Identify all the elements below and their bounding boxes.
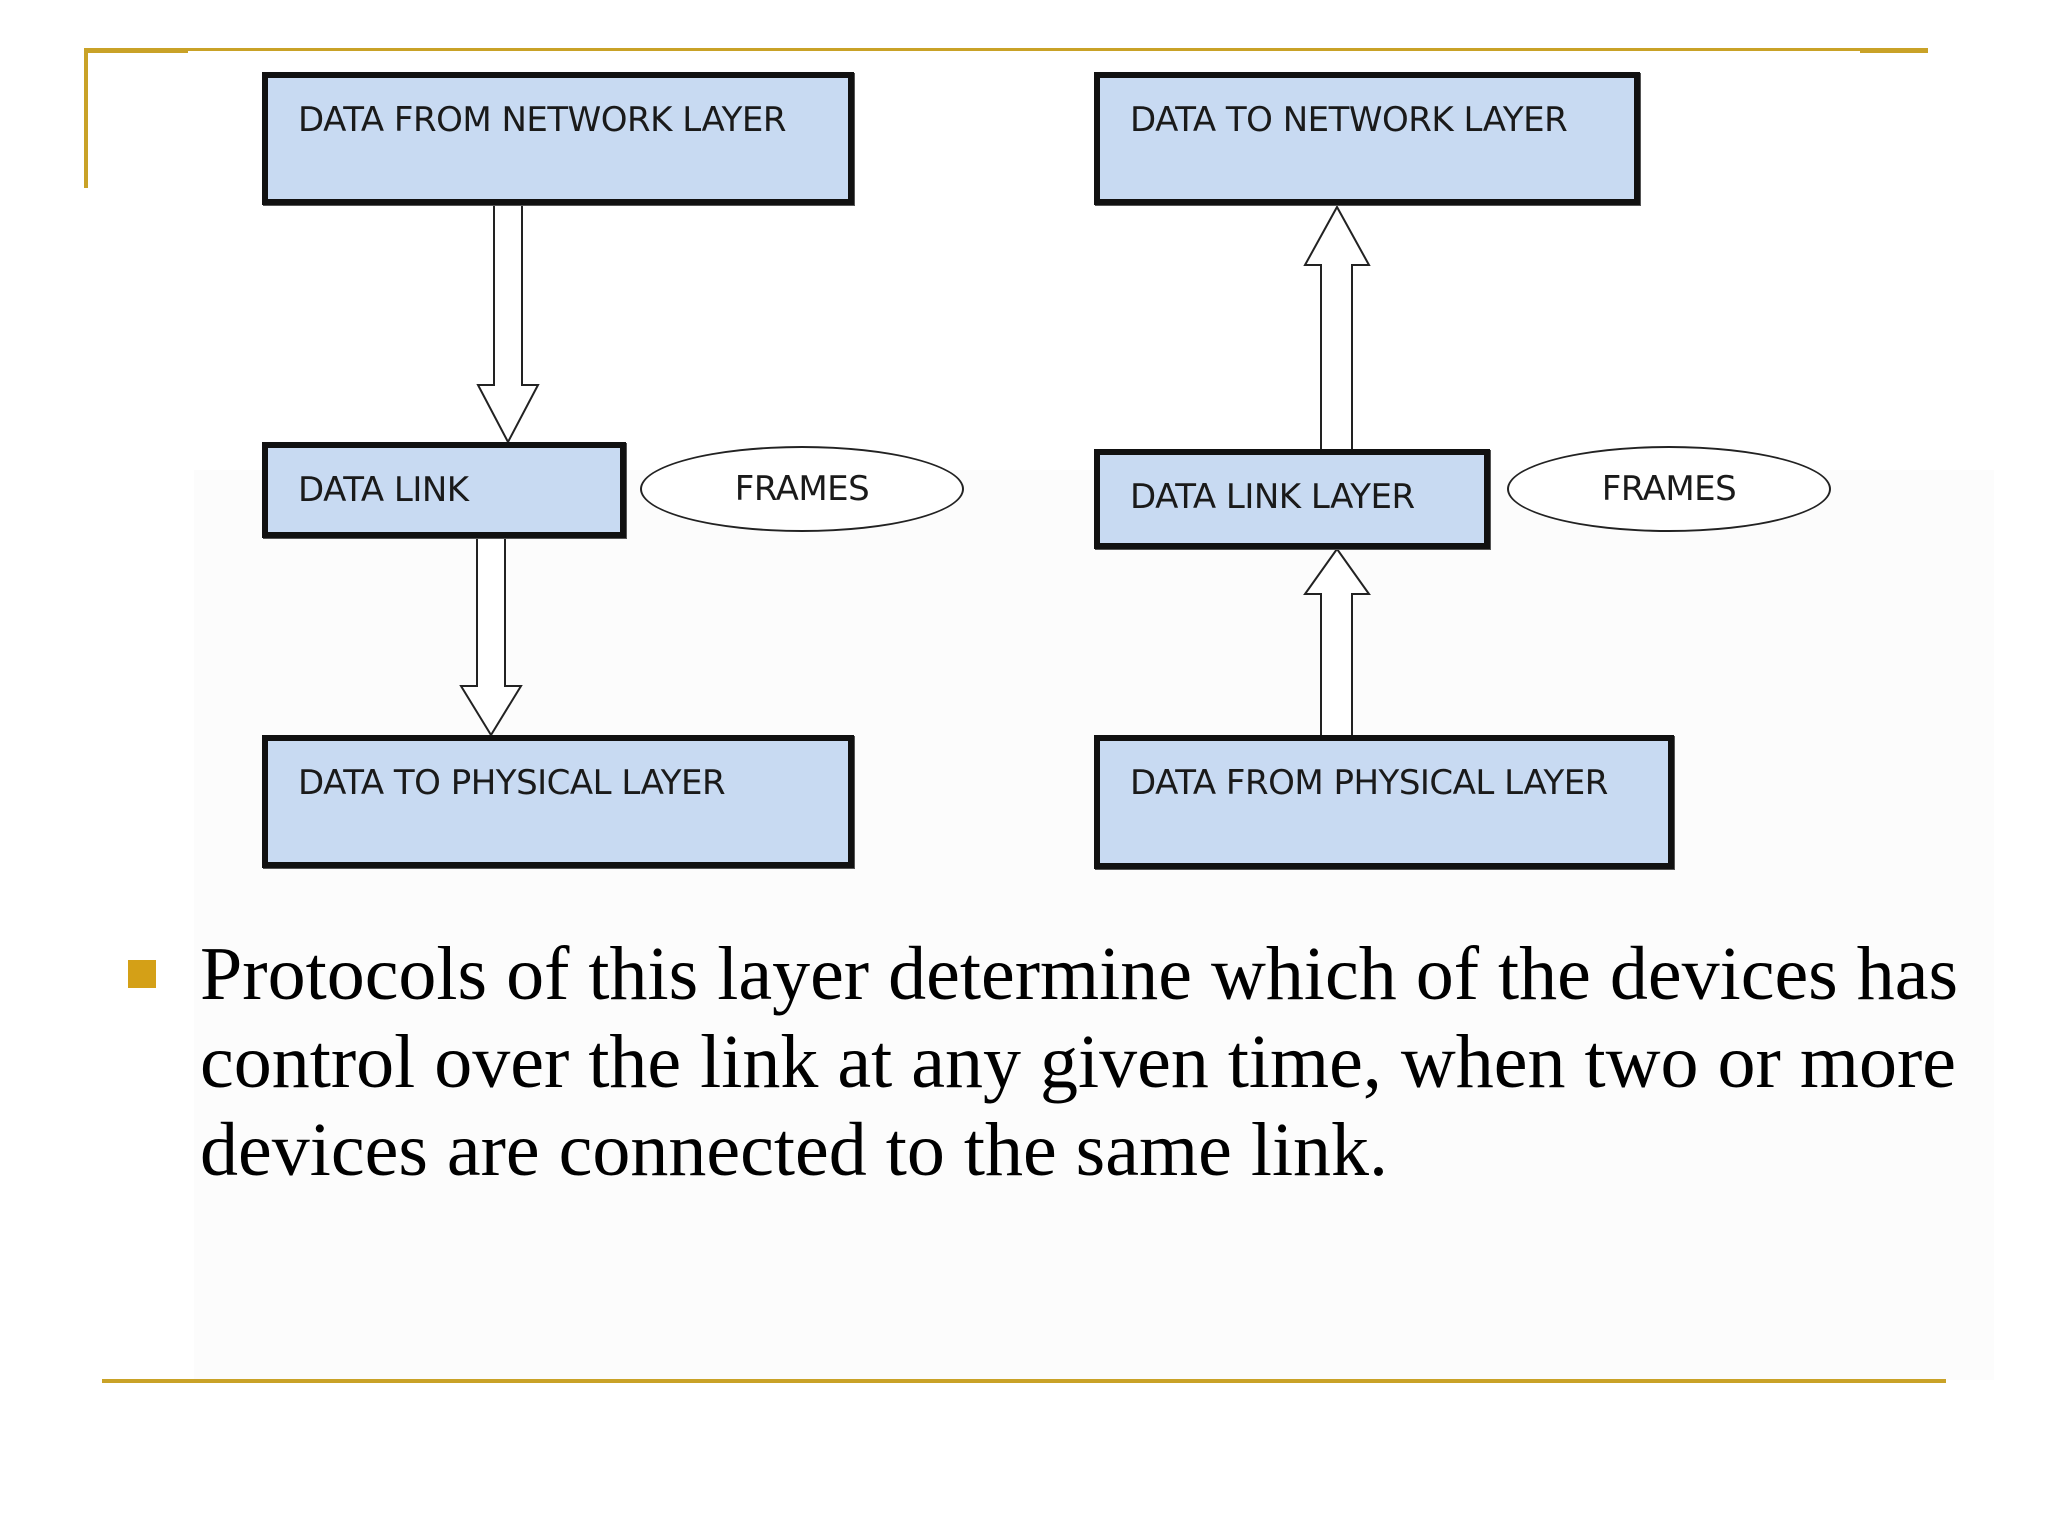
ellipse-label: FRAMES: [734, 469, 870, 509]
bullet-text: Protocols of this layer determine which …: [200, 932, 1959, 1192]
box-data-to-physical-layer: DATA TO PHYSICAL LAYER: [262, 735, 854, 868]
box-label: DATA FROM PHYSICAL LAYER: [1130, 763, 1608, 803]
bottom-divider-line: [102, 1379, 1946, 1383]
top-left-corner-thick: [84, 48, 188, 53]
arrow-up-physical-to-datalink: [1303, 547, 1371, 739]
box-label: DATA FROM NETWORK LAYER: [298, 100, 787, 140]
frames-ellipse-right: FRAMES: [1507, 446, 1831, 532]
left-border-line: [84, 48, 88, 188]
box-label: DATA TO NETWORK LAYER: [1130, 100, 1568, 140]
box-data-from-physical-layer: DATA FROM PHYSICAL LAYER: [1094, 735, 1674, 869]
arrow-down-datalink-to-physical: [459, 535, 523, 737]
box-label: DATA TO PHYSICAL LAYER: [298, 763, 726, 803]
top-border-line: [84, 48, 1928, 51]
box-data-link-layer: DATA LINK LAYER: [1094, 449, 1490, 549]
ellipse-label: FRAMES: [1601, 469, 1737, 509]
arrow-up-datalink-to-network: [1303, 204, 1371, 451]
frames-ellipse-left: FRAMES: [640, 446, 964, 532]
arrow-down-network-to-datalink: [476, 203, 540, 445]
arrows-layer: [459, 203, 1371, 739]
box-data-from-network-layer: DATA FROM NETWORK LAYER: [262, 72, 854, 205]
square-bullet-icon: [128, 960, 156, 988]
data-link-diagram: DATA FROM NETWORK LAYER DATA LINK DATA T…: [262, 72, 1831, 869]
box-label: DATA LINK: [298, 470, 469, 510]
box-data-to-network-layer: DATA TO NETWORK LAYER: [1094, 72, 1640, 205]
box-label: DATA LINK LAYER: [1130, 477, 1415, 517]
box-data-link: DATA LINK: [262, 442, 626, 538]
top-right-corner-thick: [1860, 48, 1928, 53]
